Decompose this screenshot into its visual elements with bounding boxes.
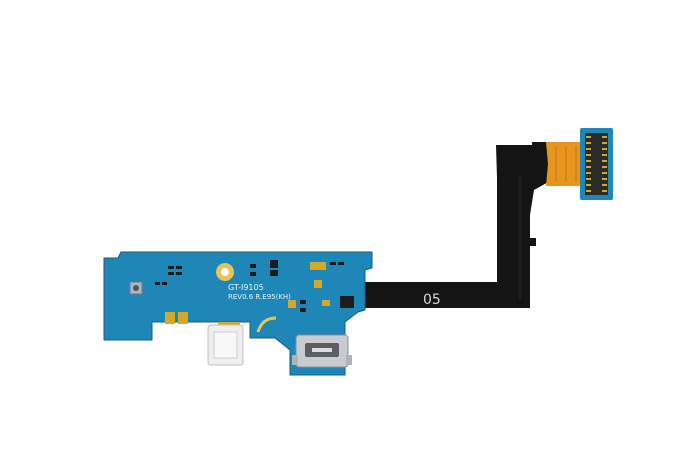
rf-connector: [129, 281, 143, 295]
smd-components: [155, 260, 354, 312]
flex-part-number: 05: [423, 292, 441, 308]
orange-flex-section: [546, 142, 585, 186]
mounting-hole: [216, 263, 234, 281]
gold-components: [288, 262, 330, 308]
micro-usb-port: [292, 334, 352, 368]
microphone-module: [207, 322, 244, 366]
ground-spring-contact: [256, 316, 277, 333]
antenna-contact-pads: [165, 312, 188, 324]
revision-silkscreen: REV0.6 R.E95(KH): [228, 293, 291, 301]
black-flex-ribbon: [358, 142, 552, 308]
board-to-board-connector: [580, 128, 613, 200]
model-silkscreen: GT-I9105: [228, 283, 264, 292]
